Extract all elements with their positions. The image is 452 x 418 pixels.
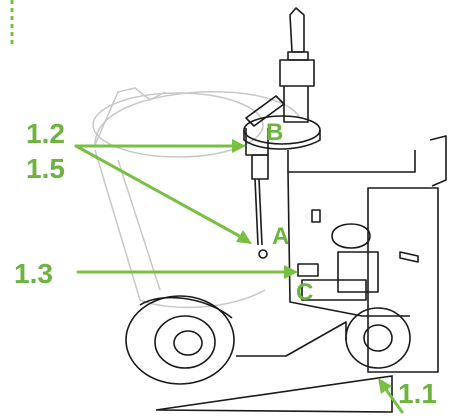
part-letter-b: B bbox=[266, 119, 283, 146]
callout-arrows bbox=[74, 139, 404, 414]
part-letter-a: A bbox=[272, 223, 289, 250]
callout-label-1-1: 1.1 bbox=[398, 378, 437, 409]
part-letter-c: C bbox=[296, 279, 313, 306]
callout-label-1-5: 1.5 bbox=[26, 153, 65, 184]
callout-label-1-3: 1.3 bbox=[14, 258, 53, 289]
cart-line-art bbox=[125, 7, 447, 385]
callout-label-1-2: 1.2 bbox=[26, 118, 65, 149]
ramp-wedge bbox=[155, 375, 393, 413]
